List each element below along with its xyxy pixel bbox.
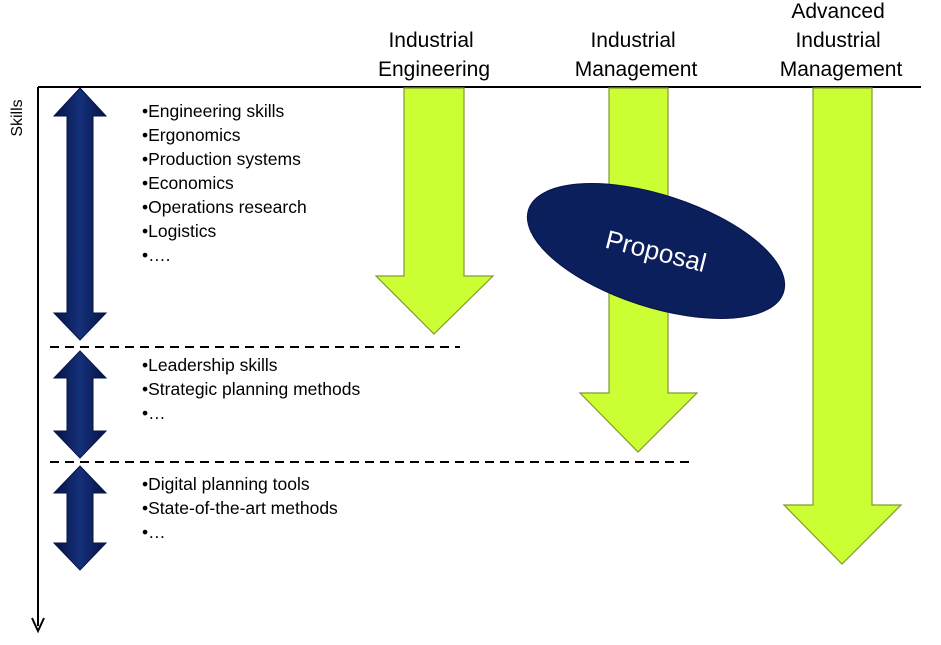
column-title-industrial-management: Industrial Management — [575, 29, 698, 81]
double-arrow-engineering-skills — [52, 87, 108, 341]
down-arrow-industrial-engineering — [374, 87, 495, 335]
skill-item: •Operations research — [142, 197, 307, 217]
skill-item: •Leadership skills — [142, 355, 278, 375]
skill-item: •State-of-the-art methods — [142, 498, 338, 518]
skill-item: •… — [142, 403, 166, 423]
skill-item: •Economics — [142, 173, 234, 193]
skill-item: •Production systems — [142, 149, 301, 169]
double-arrow-leadership-skills — [52, 350, 108, 459]
skill-list-engineering: •Engineering skills •Ergonomics •Product… — [142, 101, 312, 265]
skill-item: •Digital planning tools — [142, 474, 310, 494]
skills-axis-arrowhead — [31, 617, 45, 634]
skill-item: •Logistics — [142, 221, 216, 241]
skill-item: •Engineering skills — [142, 101, 285, 121]
double-arrow-digital-skills — [52, 465, 108, 571]
skill-item: •… — [142, 522, 166, 542]
skill-list-leadership: •Leadership skills •Strategic planning m… — [142, 355, 365, 423]
skill-item: •Strategic planning methods — [142, 379, 360, 399]
skill-list-digital: •Digital planning tools •State-of-the-ar… — [142, 474, 343, 542]
skill-item: •…. — [142, 245, 171, 265]
down-arrow-advanced-industrial-management — [782, 87, 903, 565]
proposal-ellipse — [526, 183, 786, 319]
skills-axis-label: Skills — [9, 99, 26, 136]
skill-item: •Ergonomics — [142, 125, 241, 145]
column-title-industrial-engineering: Industrial Engineering — [378, 29, 490, 81]
proposal-badge: Proposal — [526, 183, 786, 319]
column-title-advanced-industrial-management: Advanced Industrial Management — [780, 0, 903, 81]
